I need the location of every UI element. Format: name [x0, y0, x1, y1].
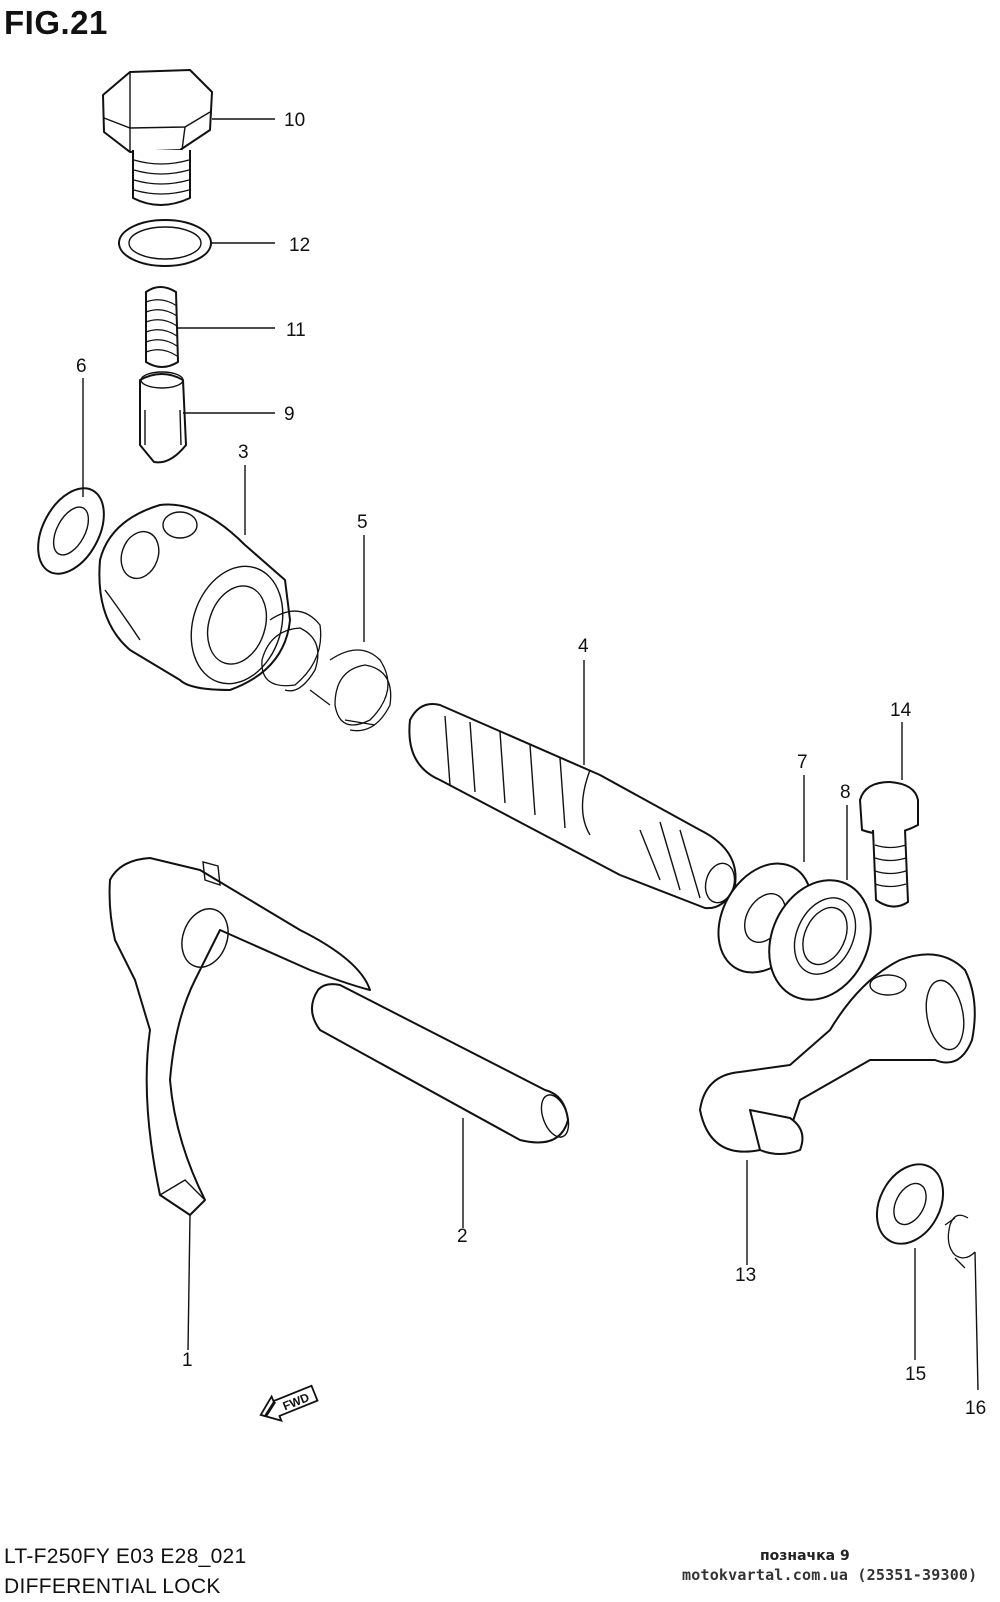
- callout-6: 6: [76, 356, 87, 377]
- part-3-lock-sleeve[interactable]: [98, 503, 297, 696]
- part-9-pin[interactable]: [139, 371, 187, 464]
- callout-9: 9: [284, 404, 295, 425]
- callout-16: 16: [965, 1398, 986, 1419]
- part-8-oil-seal[interactable]: [750, 864, 889, 1017]
- callout-8: 8: [840, 782, 851, 803]
- part-1-shift-fork[interactable]: [108, 857, 371, 1216]
- part-6-washer[interactable]: [25, 477, 118, 585]
- callout-2: 2: [457, 1226, 468, 1247]
- callout-10: 10: [284, 110, 305, 131]
- watermark-line-1: позначка 9: [760, 1548, 850, 1564]
- callout-7: 7: [797, 752, 808, 773]
- callout-4: 4: [578, 636, 589, 657]
- callout-13: 13: [735, 1265, 756, 1286]
- part-15-washer[interactable]: [864, 1153, 956, 1255]
- callout-1: 1: [182, 1350, 193, 1371]
- callout-12: 12: [289, 235, 310, 256]
- part-10-hex-bolt[interactable]: [102, 69, 213, 206]
- part-16-clip[interactable]: [944, 1214, 976, 1269]
- callout-14: 14: [890, 700, 912, 721]
- leader-lines: [82, 118, 979, 1391]
- part-5-springs[interactable]: [261, 610, 392, 732]
- part-12-washer[interactable]: [118, 219, 212, 267]
- fwd-arrow: FWD: [259, 1384, 319, 1422]
- part-2-shaft[interactable]: [311, 983, 574, 1144]
- callout-labels: 10 12 11 9 6 3 5 4 14 7 8 2 1 13 15 16: [76, 110, 986, 1419]
- part-11-spring[interactable]: [145, 286, 179, 368]
- callout-11: 11: [286, 320, 306, 341]
- callout-3: 3: [238, 442, 249, 463]
- part-13-lever[interactable]: [699, 953, 976, 1155]
- part-4-shaft[interactable]: [408, 703, 738, 910]
- watermark-line-2: motokvartal.com.ua (25351-39300): [682, 1566, 978, 1584]
- part-14-bolt[interactable]: [859, 781, 919, 908]
- callout-15: 15: [905, 1364, 926, 1385]
- model-code: LT-F250FY E03 E28_021: [4, 1545, 247, 1568]
- callout-5: 5: [357, 512, 368, 533]
- figure-title: FIG.21: [4, 4, 108, 41]
- section-name: DIFFERENTIAL LOCK: [4, 1575, 221, 1598]
